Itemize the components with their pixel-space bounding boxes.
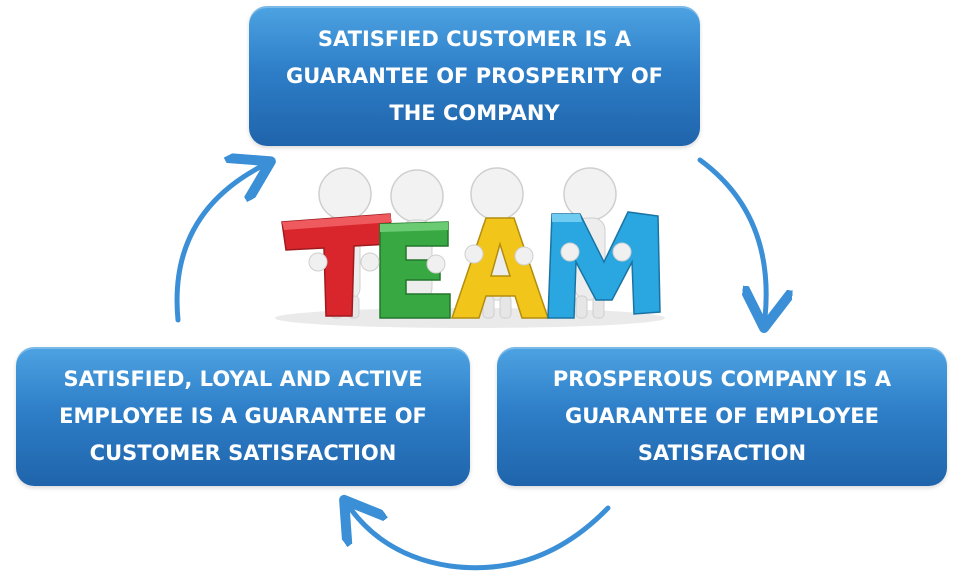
letter-a-block (450, 217, 550, 319)
team-illustration (275, 167, 665, 328)
hand-icon (360, 252, 380, 272)
hand-icon (612, 242, 632, 262)
arrow-left-to-top (174, 166, 262, 323)
box-right-text: PROSPEROUS COMPANY IS A GUARANTEE OF EMP… (552, 367, 892, 465)
hand-icon (464, 244, 484, 264)
box-left-text: SATISFIED, LOYAL AND ACTIVE EMPLOYEE IS … (59, 367, 427, 465)
arrow-right-to-left (350, 508, 611, 571)
box-left-employee-customer: SATISFIED, LOYAL AND ACTIVE EMPLOYEE IS … (16, 347, 470, 486)
hand-icon (514, 246, 534, 266)
arrow-top-to-right (697, 157, 766, 318)
letter-e-block (379, 221, 451, 319)
box-top-customer-prosperity: SATISFIED CUSTOMER IS A GUARANTEE OF PRO… (249, 6, 700, 146)
hand-icon (560, 242, 580, 262)
letter-m-block (547, 211, 661, 319)
box-right-company-employee: PROSPEROUS COMPANY IS A GUARANTEE OF EMP… (497, 347, 947, 486)
hand-icon (308, 252, 328, 272)
hand-icon (426, 254, 446, 274)
box-top-text: SATISFIED CUSTOMER IS A GUARANTEE OF PRO… (285, 26, 664, 125)
